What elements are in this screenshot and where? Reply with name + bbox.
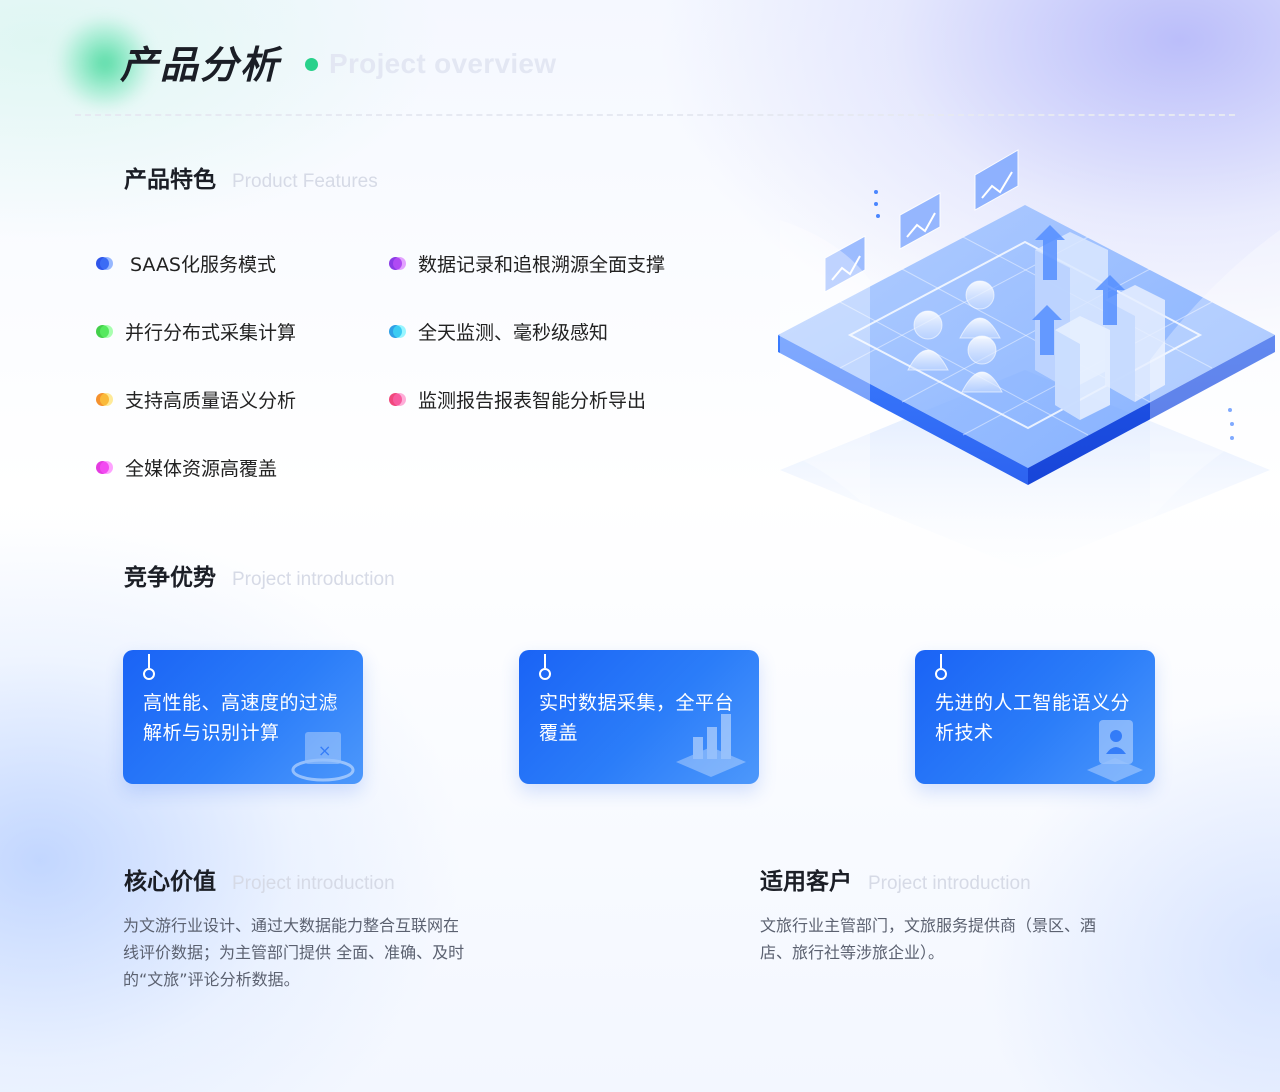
bullet-icon xyxy=(96,460,113,475)
customers-heading: 适用客户 Project introduction xyxy=(758,862,1031,896)
advantage-text: 实时数据采集，全平台覆盖 xyxy=(539,692,735,744)
feature-label: SAAS化服务模式 xyxy=(130,254,276,276)
customers-title: 适用客户 xyxy=(758,862,854,896)
pin-line xyxy=(148,654,150,668)
feature-item: SAAS化服务模式 xyxy=(96,250,276,277)
feature-label: 监测报告报表智能分析导出 xyxy=(418,390,647,412)
feature-item: 并行分布式采集计算 xyxy=(96,318,296,345)
value-subtitle: Project introduction xyxy=(232,873,395,894)
bullet-icon xyxy=(96,256,113,271)
advantage-text: 先进的人工智能语义分析技术 xyxy=(935,692,1131,744)
header-divider xyxy=(75,114,1235,116)
advantages-title: 竞争优势 xyxy=(122,558,218,592)
feature-item: 监测报告报表智能分析导出 xyxy=(389,386,646,413)
advantages-heading: 竞争优势 Project introduction xyxy=(122,558,395,592)
bullet-icon xyxy=(389,392,406,407)
calculator-icon: × xyxy=(291,732,355,782)
feature-label: 全天监测、毫秒级感知 xyxy=(418,322,609,344)
advantages-subtitle: Project introduction xyxy=(232,569,395,590)
pin-icon xyxy=(935,668,947,680)
pin-line xyxy=(940,654,942,668)
features-subtitle: Product Features xyxy=(232,171,378,192)
feature-item: 全媒体资源高覆盖 xyxy=(96,454,277,481)
value-heading: 核心价值 Project introduction xyxy=(122,862,395,896)
bullet-icon xyxy=(96,392,113,407)
features-title: 产品特色 xyxy=(122,160,218,194)
advantage-card: 实时数据采集，全平台覆盖 xyxy=(519,650,759,784)
customers-subtitle: Project introduction xyxy=(868,873,1031,894)
isometric-platform-illustration xyxy=(778,149,1280,570)
pin-line xyxy=(544,654,546,668)
pin-icon xyxy=(143,668,155,680)
value-paragraph: 为文游行业设计、通过大数据能力整合互联网在线评价数据；为主管部门提供 全面、准确… xyxy=(123,916,465,989)
feature-item: 数据记录和追根溯源全面支撑 xyxy=(389,250,665,277)
feature-label: 支持高质量语义分析 xyxy=(125,390,297,412)
customers-paragraph: 文旅行业主管部门，文旅服务提供商（景区、酒店、旅行社等涉旅企业）。 xyxy=(760,916,1097,962)
title-dot-icon xyxy=(305,58,318,71)
svg-text:×: × xyxy=(318,741,331,760)
advantage-card: 高性能、高速度的过滤解析与识别计算 × xyxy=(123,650,363,784)
title-glow xyxy=(55,18,155,108)
feature-item: 全天监测、毫秒级感知 xyxy=(389,318,608,345)
bullet-icon xyxy=(96,324,113,339)
feature-label: 数据记录和追根溯源全面支撑 xyxy=(418,254,666,276)
feature-label: 全媒体资源高覆盖 xyxy=(125,458,278,480)
page-title: 产品分析 xyxy=(120,43,281,87)
feature-label: 并行分布式采集计算 xyxy=(125,322,297,344)
page-subtitle: Project overview xyxy=(329,48,557,79)
advantage-card: 先进的人工智能语义分析技术 xyxy=(915,650,1155,784)
bullet-icon xyxy=(389,324,406,339)
value-title: 核心价值 xyxy=(122,862,218,896)
pin-icon xyxy=(539,668,551,680)
bar-chart-icon xyxy=(676,714,746,777)
user-card-icon xyxy=(1087,720,1143,782)
advantage-text: 高性能、高速度的过滤解析与识别计算 xyxy=(143,692,339,744)
features-heading: 产品特色 Product Features xyxy=(122,160,378,194)
feature-item: 支持高质量语义分析 xyxy=(96,386,296,413)
bullet-icon xyxy=(389,256,406,271)
